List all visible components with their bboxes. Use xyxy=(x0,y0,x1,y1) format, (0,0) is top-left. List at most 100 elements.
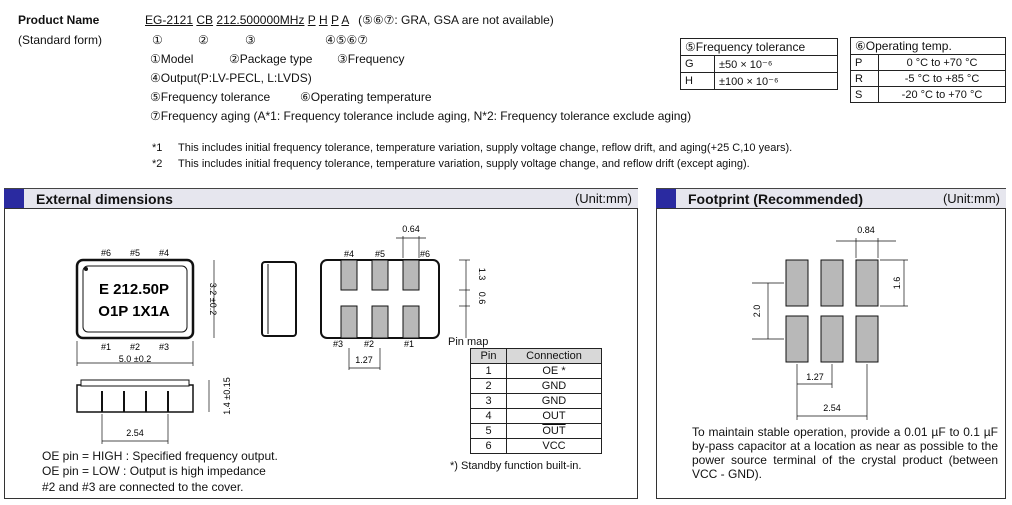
dim-pad-width-label: 0.64 xyxy=(402,224,420,234)
dim-right-label: 1.6 xyxy=(892,277,902,290)
dim-top-label: 0.84 xyxy=(857,225,875,235)
legend-tolerance: ⑤Frequency tolerance xyxy=(150,90,271,104)
code-model: EG-2121 xyxy=(145,13,194,27)
external-unit: (Unit:mm) xyxy=(574,191,632,206)
standard-form-label: (Standard form) xyxy=(18,33,103,47)
code-output: P xyxy=(307,13,316,27)
pad-label: #4 xyxy=(344,249,354,259)
pad xyxy=(402,305,420,339)
pin-number: 6 xyxy=(470,438,507,454)
code-aging: A xyxy=(341,13,349,27)
oe-note-low: OE pin = LOW : Output is high impedance xyxy=(42,464,266,478)
external-dimensions-header: External dimensions (Unit:mm) xyxy=(4,188,638,208)
code-tolerance: H xyxy=(318,13,328,27)
footprint-pad xyxy=(785,259,809,307)
pin-connection: VCC xyxy=(506,438,602,454)
header-square-icon xyxy=(4,189,24,208)
dim-width-label: 5.0 ±0.2 xyxy=(119,354,151,364)
pin-number: 2 xyxy=(470,378,507,394)
top-pin-label: #5 xyxy=(130,248,140,258)
bottom-pin-label: #1 xyxy=(101,342,111,352)
product-name-label: Product Name xyxy=(18,13,100,27)
footprint-panel xyxy=(656,208,1006,499)
code-optemp: P xyxy=(330,13,339,27)
footnote-2-mark: *2 xyxy=(152,158,163,170)
pin-connection: OUT xyxy=(506,423,602,439)
dim-pad-gap-label: 0.6 xyxy=(477,292,487,305)
footprint-pad xyxy=(855,259,879,307)
marker-1: ① xyxy=(152,33,163,47)
external-dimensions-panel xyxy=(4,208,638,499)
pad xyxy=(371,305,389,339)
pad-label: #1 xyxy=(404,339,414,349)
profile-lid xyxy=(80,379,190,387)
temp-value: -20 °C to +70 °C xyxy=(878,86,1006,103)
footprint-unit: (Unit:mm) xyxy=(942,191,1000,206)
package-profile-view xyxy=(76,384,194,413)
pad xyxy=(340,259,358,291)
pin-connection: GND xyxy=(506,378,602,394)
header-square-icon xyxy=(656,189,676,208)
tolerance-code: H xyxy=(680,72,715,90)
package-inner-rim xyxy=(82,265,188,333)
pad xyxy=(371,259,389,291)
pad-label: #5 xyxy=(375,249,385,259)
code-package: CB xyxy=(196,13,214,27)
dim-pad-pitch-label: 1.27 xyxy=(355,355,373,365)
standby-note: *) Standby function built-in. xyxy=(450,460,582,472)
availability-note: (⑤⑥⑦: GRA, GSA are not available) xyxy=(358,13,554,27)
marking-line1: E 212.50P xyxy=(99,281,169,298)
package-top-view xyxy=(75,258,195,340)
temp-code: R xyxy=(850,70,879,87)
tolerance-value: ±50 × 10⁻⁶ xyxy=(714,55,838,73)
product-code: EG-2121 CB 212.500000MHz P H P A (⑤⑥⑦: G… xyxy=(145,13,554,27)
footnote-2-text: This includes initial frequency toleranc… xyxy=(178,158,750,170)
legend-optemp: ⑥Operating temperature xyxy=(300,90,432,104)
bottom-pin-label: #2 xyxy=(130,342,140,352)
footprint-pad xyxy=(820,315,844,363)
pad xyxy=(402,259,420,291)
pad-label: #2 xyxy=(364,339,374,349)
tolerance-code: G xyxy=(680,55,715,73)
pin1-dot-icon xyxy=(84,267,88,271)
dim-thickness-label: 1.4 ±0.15 xyxy=(222,377,232,414)
dim-pitch-side-label: 2.54 xyxy=(126,428,144,438)
code-frequency: 212.500000MHz xyxy=(216,13,305,27)
temp-value: 0 °C to +70 °C xyxy=(878,54,1006,71)
temp-code: P xyxy=(850,54,879,71)
tolerance-value: ±100 × 10⁻⁶ xyxy=(714,72,838,90)
bottom-pin-label: #3 xyxy=(159,342,169,352)
footprint-pad xyxy=(785,315,809,363)
dim-height-label: 3.2 ±0.2 xyxy=(208,283,218,315)
pin-map-header: Pin xyxy=(470,348,507,364)
package-side-view xyxy=(261,261,297,337)
marking-line2: O1P 1X1A xyxy=(98,303,170,320)
pin-connection: OE * xyxy=(506,363,602,379)
temp-value: -5 °C to +85 °C xyxy=(878,70,1006,87)
top-pin-label: #6 xyxy=(101,248,111,258)
marker-2: ② xyxy=(198,33,209,47)
op-temp-title: ⑥Operating temp. xyxy=(850,37,1006,55)
external-dimensions-title: External dimensions xyxy=(36,191,173,207)
freq-tolerance-table: ⑤Frequency tolerance G±50 × 10⁻⁶ H±100 ×… xyxy=(680,38,838,90)
pin-connection: GND xyxy=(506,393,602,409)
pin-number: 4 xyxy=(470,408,507,424)
dim-left-label: 2.0 xyxy=(752,305,762,318)
footnote-1-mark: *1 xyxy=(152,142,163,154)
marker-4567: ④⑤⑥⑦ xyxy=(325,33,369,47)
marker-3: ③ xyxy=(245,33,256,47)
top-pin-label: #4 xyxy=(159,248,169,258)
footprint-note: To maintain stable operation, provide a … xyxy=(692,425,998,481)
pin-number: 1 xyxy=(470,363,507,379)
footprint-drawing: 0.84 1.6 2.0 1.27 2.54 xyxy=(752,225,908,420)
oe-note-high: OE pin = HIGH : Specified frequency outp… xyxy=(42,449,278,463)
freq-tolerance-title: ⑤Frequency tolerance xyxy=(680,38,838,56)
external-dimensions-drawing: E 212.50P O1P 1X1A #6 #5 #4 #1 #2 #3 5.0… xyxy=(75,224,487,444)
legend-aging: ⑦Frequency aging (A*1: Frequency toleran… xyxy=(150,109,692,123)
legend-package: ②Package type xyxy=(229,52,313,66)
pin-number: 5 xyxy=(470,423,507,439)
pin-number: 3 xyxy=(470,393,507,409)
footprint-pad xyxy=(820,259,844,307)
temp-code: S xyxy=(850,86,879,103)
